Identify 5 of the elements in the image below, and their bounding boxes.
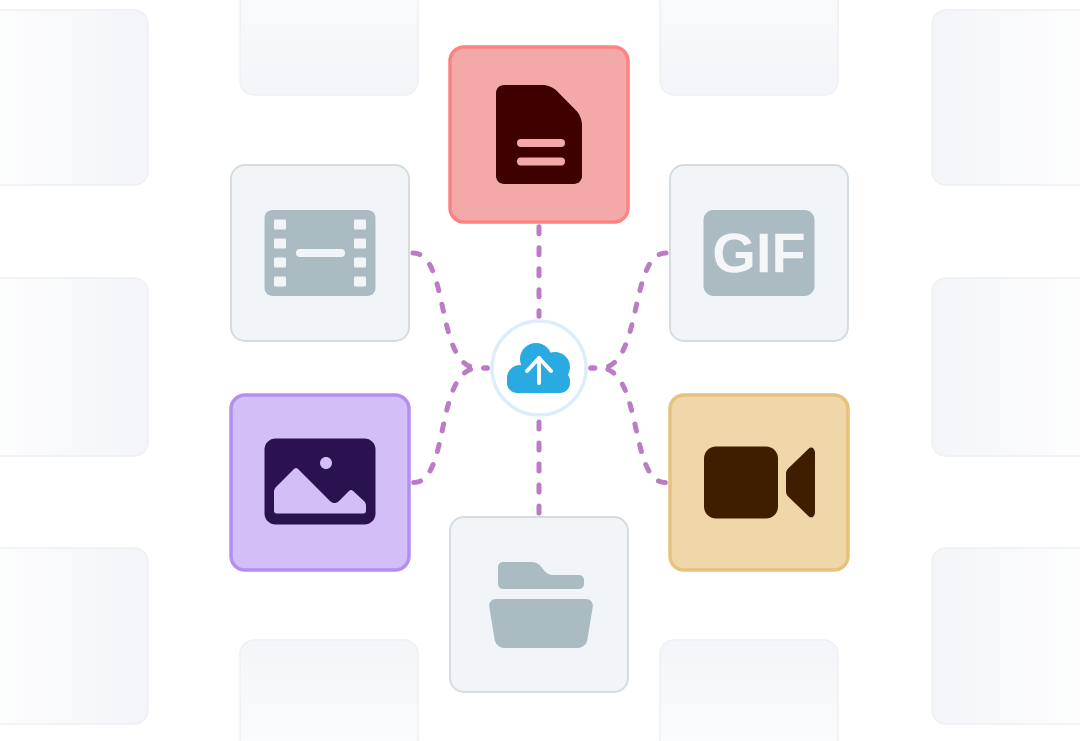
connector xyxy=(588,365,668,485)
connector xyxy=(536,417,542,516)
connector xyxy=(411,365,490,485)
gif-badge: GIF xyxy=(703,210,815,296)
connector xyxy=(536,224,542,319)
